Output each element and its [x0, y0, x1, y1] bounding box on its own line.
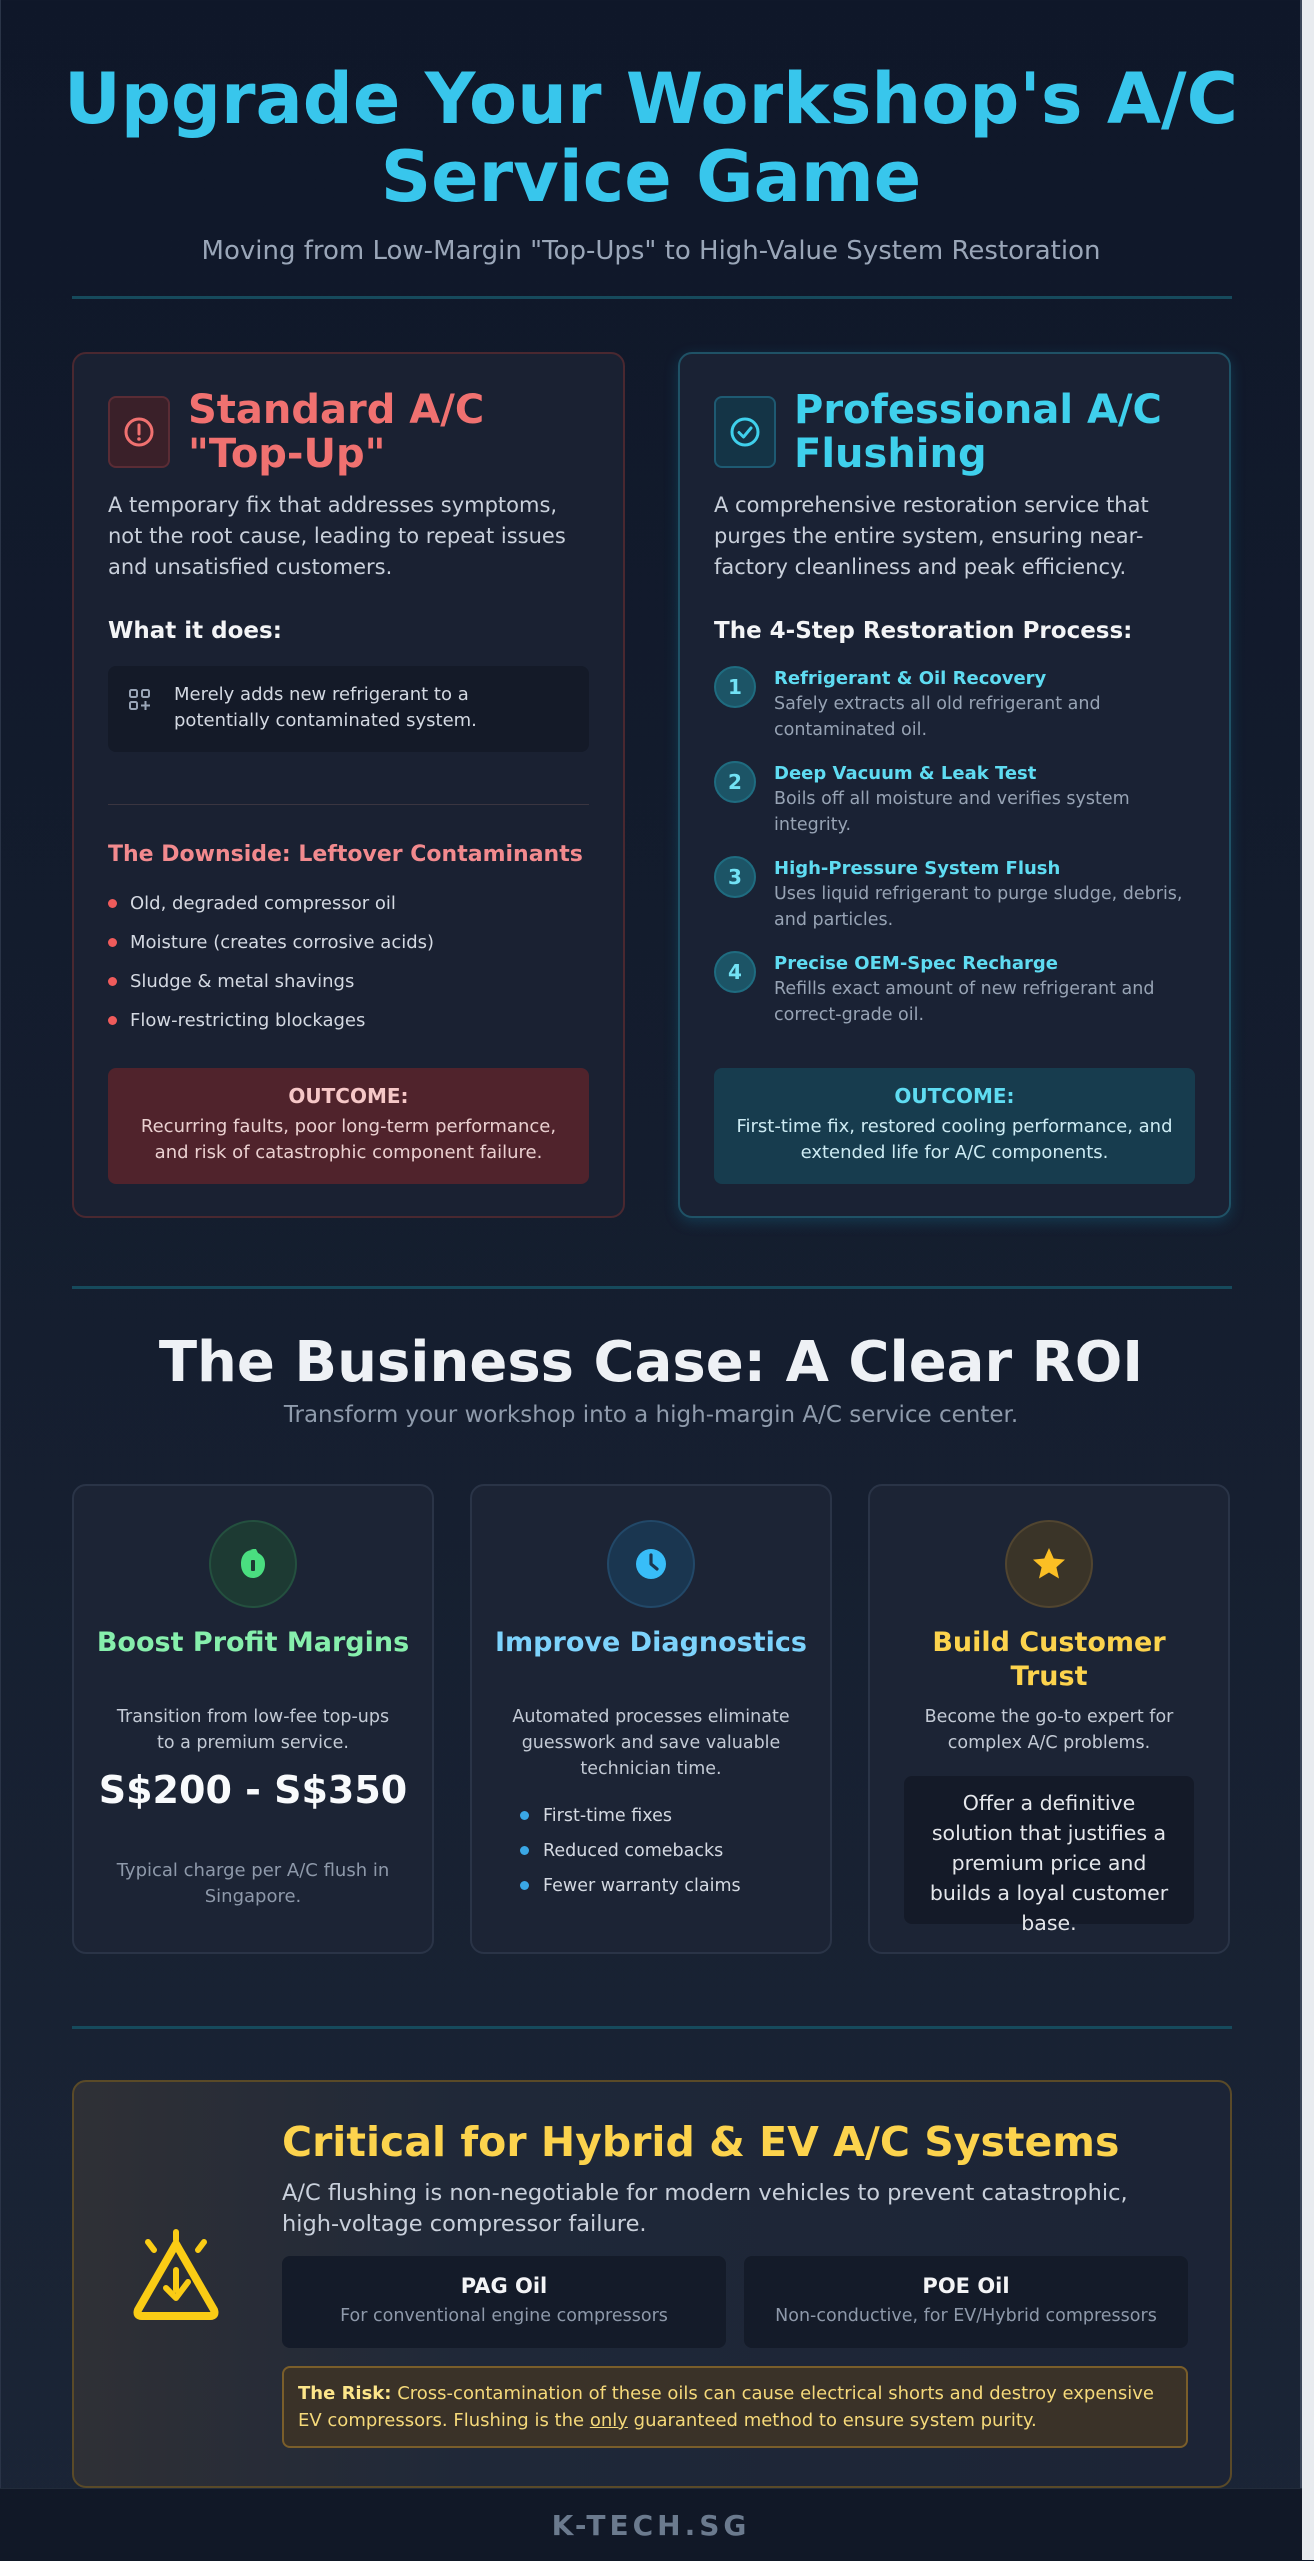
business-case-title: The Business Case: A Clear ROI — [158, 1330, 1144, 1395]
list-item: Old, degraded compressor oil — [108, 884, 434, 923]
outcome-label: OUTCOME: — [894, 1084, 1015, 1108]
ev-section-title: Critical for Hybrid & EV A/C Systems — [282, 2118, 1120, 2166]
business-case-subtitle: Transform your workshop into a high-marg… — [283, 1402, 1019, 1428]
bullet-dot — [108, 1016, 117, 1025]
outcome-label: OUTCOME: — [288, 1084, 409, 1108]
section-divider — [72, 296, 1232, 299]
step-title: Deep Vacuum & Leak Test — [774, 763, 1037, 784]
diagnostics-benefits-list: First-time fixes Reduced comebacks Fewer… — [520, 1798, 741, 1903]
bullet-dot — [108, 938, 117, 947]
list-item: Fewer warranty claims — [520, 1868, 741, 1903]
check-circle-icon — [714, 396, 776, 468]
list-item: Moisture (creates corrosive acids) — [108, 923, 434, 962]
step-text: Refills exact amount of new refrigerant … — [774, 979, 1155, 1025]
diagnostics-card-text: Automated processes eliminate guesswork … — [512, 1707, 790, 1779]
section-divider — [72, 2026, 1232, 2029]
diagnostics-card-title: Improve Diagnostics — [495, 1627, 807, 1658]
professional-outcome-box: OUTCOME: First-time fix, restored coolin… — [714, 1068, 1195, 1184]
step-title: Refrigerant & Oil Recovery — [774, 668, 1047, 689]
star-icon — [1005, 1520, 1093, 1608]
oil-type-card: PAG Oil For conventional engine compress… — [282, 2256, 726, 2348]
standard-outcome-box: OUTCOME: Recurring faults, poor long-ter… — [108, 1068, 589, 1184]
step-text: Safely extracts all old refrigerant and … — [774, 694, 1101, 740]
step-number: 4 — [714, 951, 756, 993]
trust-quote-box: Offer a definitive solution that justifi… — [904, 1776, 1194, 1935]
professional-card-title: Professional A/C Flushing — [794, 387, 1162, 477]
professional-flushing-card: Professional A/C Flushing A comprehensiv… — [678, 352, 1231, 1218]
step-number: 1 — [714, 666, 756, 708]
risk-label: The Risk: — [298, 2383, 392, 2404]
step-number: 2 — [714, 761, 756, 803]
price-note: Typical charge per A/C flush in Singapor… — [116, 1860, 390, 1907]
contaminants-list: Old, degraded compressor oil Moisture (c… — [108, 884, 434, 1040]
what-it-does-text: Merely adds new refrigerant to a potenti… — [174, 684, 477, 731]
section-divider — [72, 1286, 1232, 1289]
oil-description: For conventional engine compressors — [340, 2306, 668, 2326]
oil-name: POE Oil — [922, 2274, 1010, 2298]
step-text: Boils off all moisture and verifies syst… — [774, 789, 1130, 835]
list-item: Flow-restricting blockages — [108, 1001, 434, 1040]
page-footer: K-TECH.SG — [0, 2488, 1302, 2561]
page-subtitle: Moving from Low-Margin "Top-Ups" to High… — [201, 236, 1101, 266]
step-title: High-Pressure System Flush — [774, 858, 1061, 879]
oil-name: PAG Oil — [460, 2274, 548, 2298]
risk-warning-box: The Risk: Cross-contamination of these o… — [282, 2366, 1188, 2448]
process-heading: The 4-Step Restoration Process: — [714, 618, 1133, 644]
card-divider — [108, 804, 589, 805]
apps-plus-icon — [128, 688, 152, 716]
step-number: 3 — [714, 856, 756, 898]
bullet-dot — [520, 1881, 529, 1890]
risk-text-end: guaranteed method to ensure system purit… — [633, 2410, 1037, 2431]
profit-card-text: Transition from low-fee top-ups to a pre… — [116, 1707, 390, 1753]
list-item: Reduced comebacks — [520, 1833, 741, 1868]
professional-card-description: A comprehensive restoration service that… — [714, 493, 1149, 579]
trust-card-title: Build Customer Trust — [932, 1627, 1166, 1692]
trust-card: Build Customer Trust Become the go-to ex… — [868, 1484, 1230, 1954]
ev-hybrid-section: Critical for Hybrid & EV A/C Systems A/C… — [72, 2080, 1232, 2488]
downside-heading: The Downside: Leftover Contaminants — [108, 842, 583, 867]
list-item: Sludge & metal shavings — [108, 962, 434, 1001]
profit-card-title: Boost Profit Margins — [96, 1627, 410, 1658]
list-item: First-time fixes — [520, 1798, 741, 1833]
step-text: Uses liquid refrigerant to purge sludge,… — [774, 884, 1183, 930]
what-it-does-box: Merely adds new refrigerant to a potenti… — [108, 666, 589, 752]
price-range: S$200 - S$350 — [98, 1768, 408, 1812]
money-icon — [209, 1520, 297, 1608]
diagnostics-card: Improve Diagnostics Automated processes … — [470, 1484, 832, 1954]
bullet-dot — [108, 899, 117, 908]
clock-icon — [607, 1520, 695, 1608]
ev-section-description: A/C flushing is non-negotiable for moder… — [282, 2180, 1128, 2237]
oil-description: Non-conductive, for EV/Hybrid compressor… — [775, 2306, 1157, 2326]
step-title: Precise OEM-Spec Recharge — [774, 953, 1058, 974]
bullet-dot — [520, 1811, 529, 1820]
footer-brand: K-TECH.SG — [551, 2509, 751, 2542]
standard-card-description: A temporary fix that addresses symptoms,… — [108, 493, 566, 579]
risk-emphasis: only — [589, 2410, 628, 2431]
bullet-dot — [520, 1846, 529, 1855]
standard-topup-card: Standard A/C "Top-Up" A temporary fix th… — [72, 352, 625, 1218]
scrollbar-track[interactable] — [1302, 0, 1314, 2560]
oil-type-card: POE Oil Non-conductive, for EV/Hybrid co… — [744, 2256, 1188, 2348]
standard-card-title: Standard A/C "Top-Up" — [188, 387, 485, 477]
trust-card-text: Become the go-to expert for complex A/C … — [924, 1707, 1174, 1753]
outcome-text: Recurring faults, poor long-term perform… — [140, 1116, 557, 1163]
alert-circle-icon — [108, 396, 170, 468]
outcome-text: First-time fix, restored cooling perform… — [736, 1116, 1173, 1163]
risk-text: Cross-contamination of these oils can ca… — [298, 2383, 1154, 2431]
profit-card: Boost Profit Margins Transition from low… — [72, 1484, 434, 1954]
warning-triangle-icon — [124, 2228, 228, 2336]
bullet-dot — [108, 977, 117, 986]
what-it-does-heading: What it does: — [108, 618, 282, 644]
